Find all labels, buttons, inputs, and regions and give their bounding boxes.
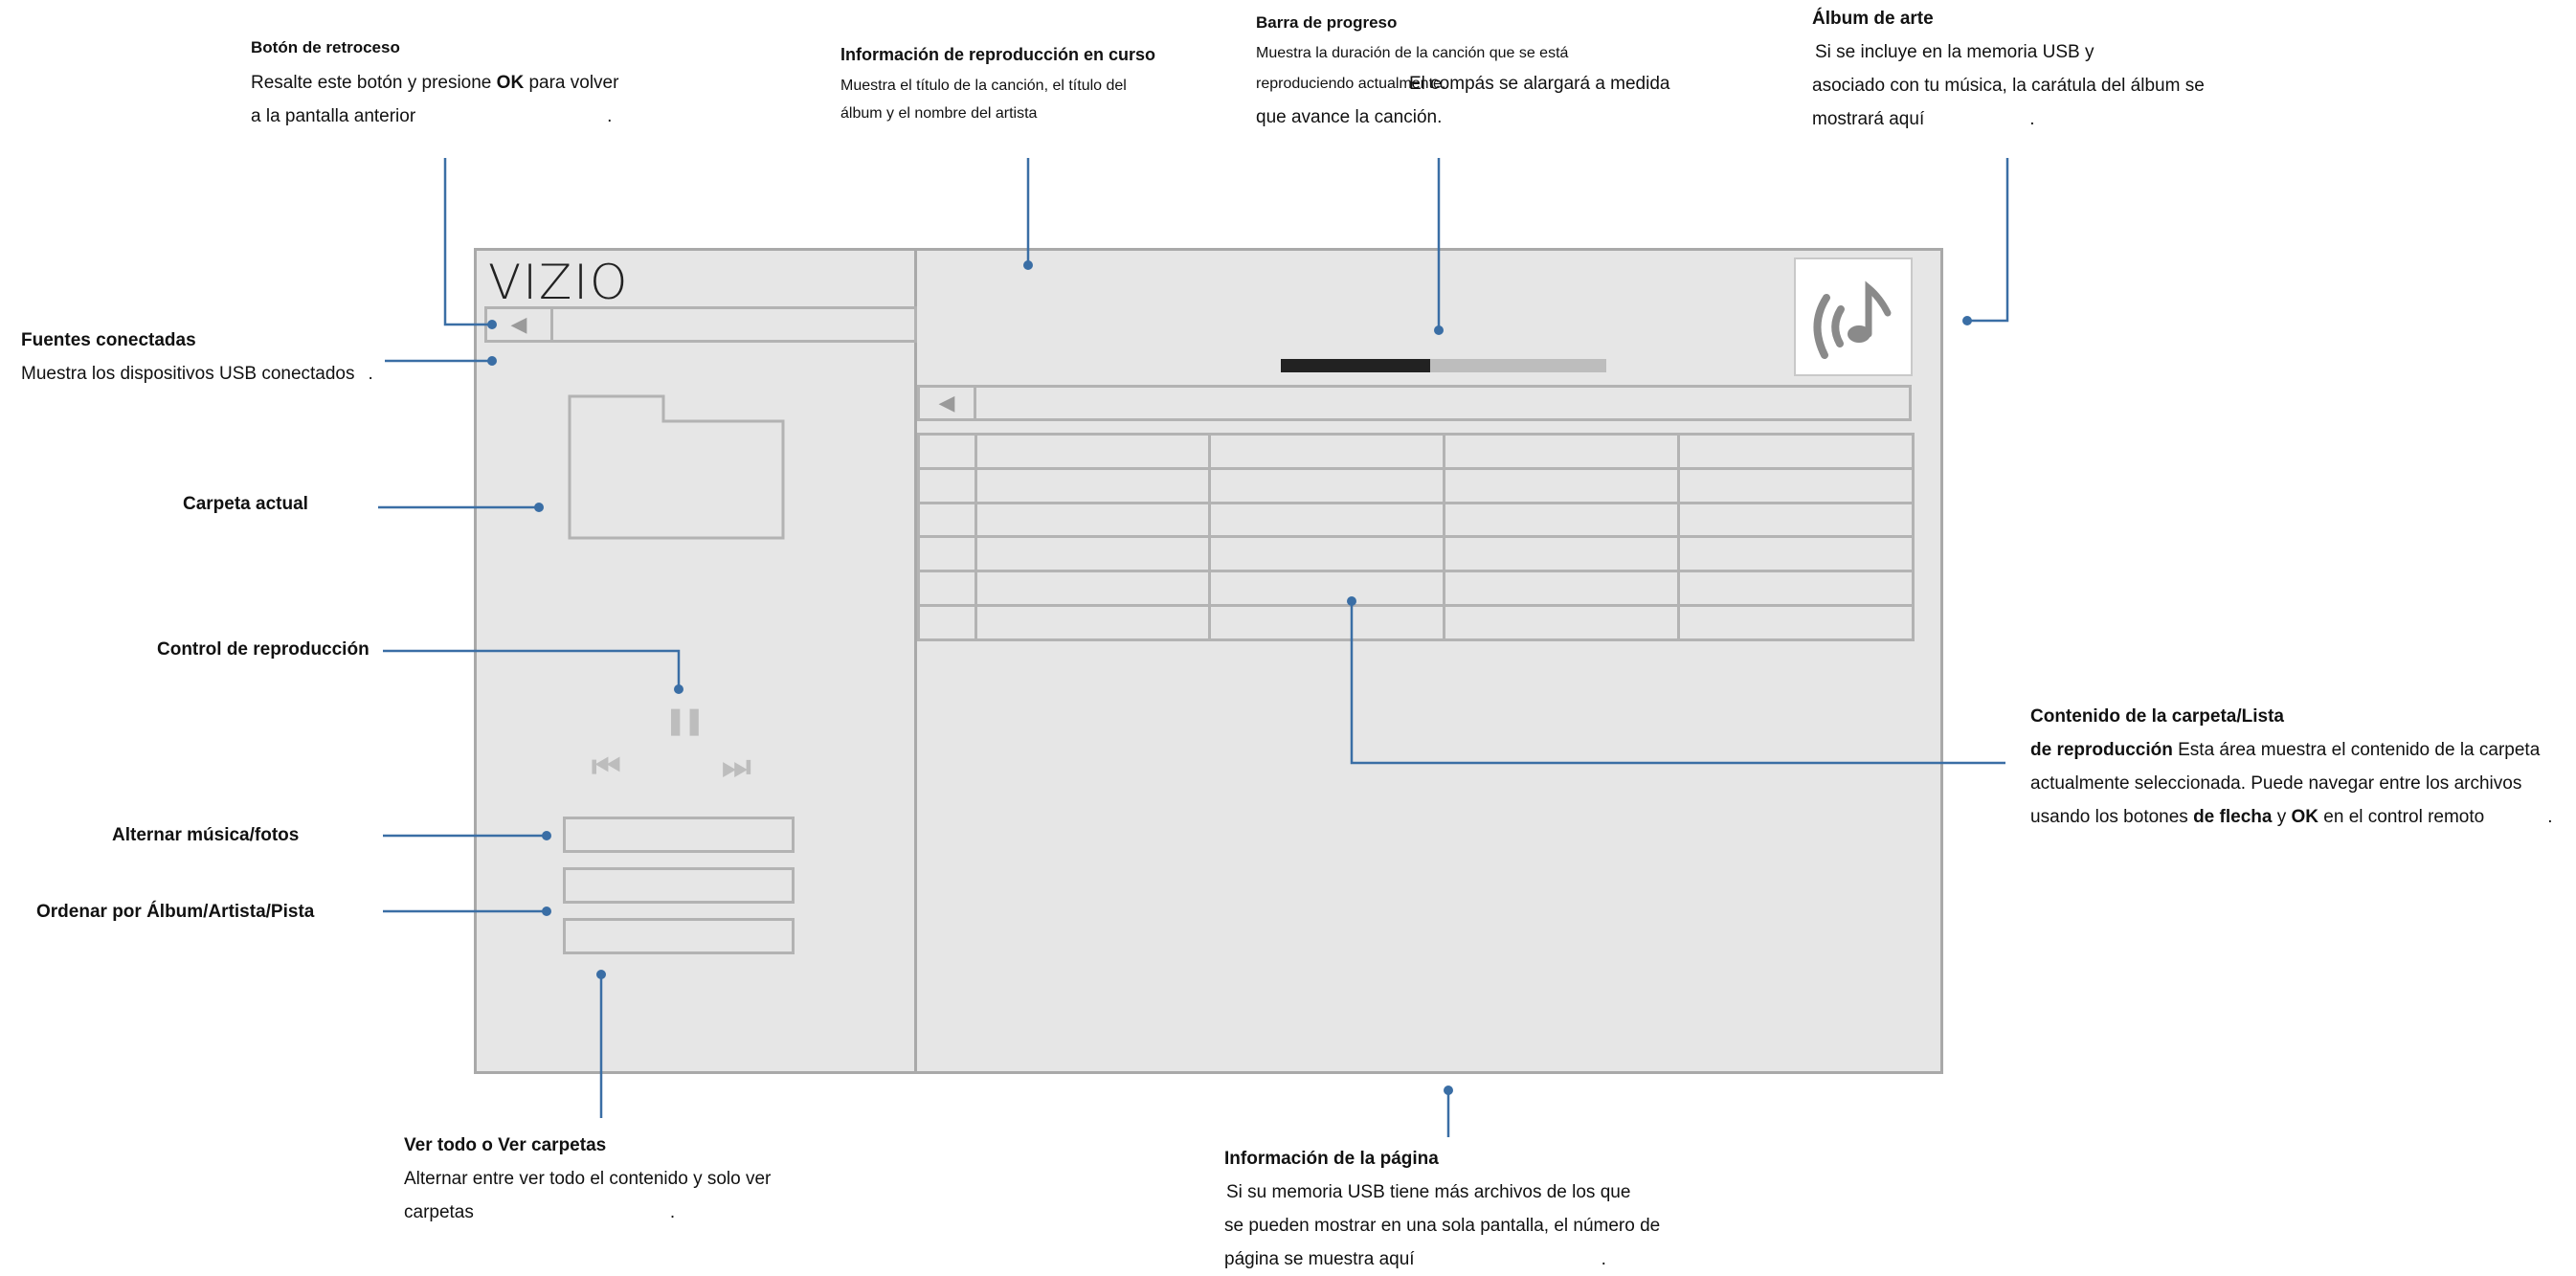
annotation-progress-bar: Barra de progreso Muestra la duración de…: [1256, 13, 1670, 127]
table-cell: [916, 466, 978, 504]
progress-bar: [1281, 359, 1606, 372]
table-cell: [1442, 501, 1680, 539]
table-cell: [974, 535, 1212, 573]
callout-album-art: [1967, 158, 2009, 323]
sort-by-button[interactable]: [563, 867, 795, 904]
table-row[interactable]: [916, 433, 1915, 470]
annotation-title: Botón de retroceso: [251, 38, 400, 56]
annotation-now-playing: Información de reproducción en curso Mue…: [840, 45, 1156, 122]
table-row[interactable]: [916, 535, 1915, 573]
annotation-view-all: Ver todo o Ver carpetas Alternar entre v…: [404, 1135, 772, 1222]
annotation-folder-contents: Contenido de la carpeta/Lista de reprodu…: [2030, 706, 2553, 827]
table-cell: [974, 501, 1212, 539]
folder-contents-table: [916, 433, 1915, 641]
toggle-music-photos-button[interactable]: [563, 817, 795, 853]
table-cell: [1208, 604, 1445, 641]
table-cell: [974, 570, 1212, 608]
table-row[interactable]: [916, 501, 1915, 539]
annotation-connected-sources: Fuentes conectadas Muestra los dispositi…: [21, 330, 373, 384]
callout-folder-contents: [1350, 601, 2005, 765]
table-cell: [1676, 570, 1915, 608]
view-all-folders-button[interactable]: [563, 918, 795, 954]
annotation-page-info: Información de la página Si su memoria U…: [1224, 1149, 1661, 1269]
table-cell: [1676, 604, 1915, 641]
table-cell: [1442, 433, 1680, 470]
folder-icon: [568, 394, 785, 540]
table-cell: [1442, 535, 1680, 573]
vizio-logo: VIZIO: [488, 255, 630, 310]
table-cell: [974, 466, 1212, 504]
table-row[interactable]: [916, 570, 1915, 608]
table-cell: [1442, 570, 1680, 608]
table-cell: [1676, 501, 1915, 539]
table-cell: [1208, 570, 1445, 608]
table-cell: [1208, 466, 1445, 504]
label-playback-control: Control de reproducción: [157, 639, 370, 660]
tv-screen-mockup: VIZIO ◀ ❚❚ ⏮ ⏭ ◀: [474, 248, 1943, 1074]
annotation-album-art: Álbum de arte Si se incluye en la memori…: [1812, 9, 2205, 129]
playlist-back-arrow-icon: ◀: [938, 391, 955, 414]
table-cell: [974, 604, 1212, 641]
album-art-frame: [1794, 257, 1913, 376]
left-panel: VIZIO ◀ ❚❚ ⏮ ⏭: [477, 251, 917, 1071]
table-cell: [916, 501, 978, 539]
label-toggle-music-photos: Alternar música/fotos: [112, 825, 300, 845]
table-cell: [1676, 433, 1915, 470]
progress-bar-fill: [1281, 359, 1431, 372]
music-note-broadcast-icon: [1813, 280, 1892, 359]
table-cell: [1208, 535, 1445, 573]
next-track-icon[interactable]: ⏭: [722, 749, 751, 785]
table-cell: [916, 604, 978, 641]
back-arrow-icon: ◀: [510, 312, 527, 336]
connected-sources-bar[interactable]: [550, 306, 917, 343]
callout-back-button: [443, 158, 492, 326]
table-cell: [916, 535, 978, 573]
playlist-path-bar: [974, 385, 1912, 421]
previous-track-icon[interactable]: ⏮: [592, 749, 621, 785]
table-row[interactable]: [916, 466, 1915, 504]
table-cell: [974, 433, 1212, 470]
callout-playback-control: [383, 649, 681, 689]
pause-icon[interactable]: ❚❚: [664, 705, 706, 735]
table-cell: [1442, 604, 1680, 641]
table-cell: [1676, 466, 1915, 504]
table-cell: [916, 570, 978, 608]
table-cell: [1442, 466, 1680, 504]
table-cell: [1208, 501, 1445, 539]
table-row[interactable]: [916, 604, 1915, 641]
table-cell: [1676, 535, 1915, 573]
annotation-back-button: Botón de retroceso Resalte este botón y …: [251, 31, 653, 133]
table-cell: [916, 433, 978, 470]
table-cell: [1208, 433, 1445, 470]
label-sort-by: Ordenar por Álbum/Artista/Pista: [36, 902, 315, 922]
label-current-folder: Carpeta actual: [183, 494, 308, 514]
